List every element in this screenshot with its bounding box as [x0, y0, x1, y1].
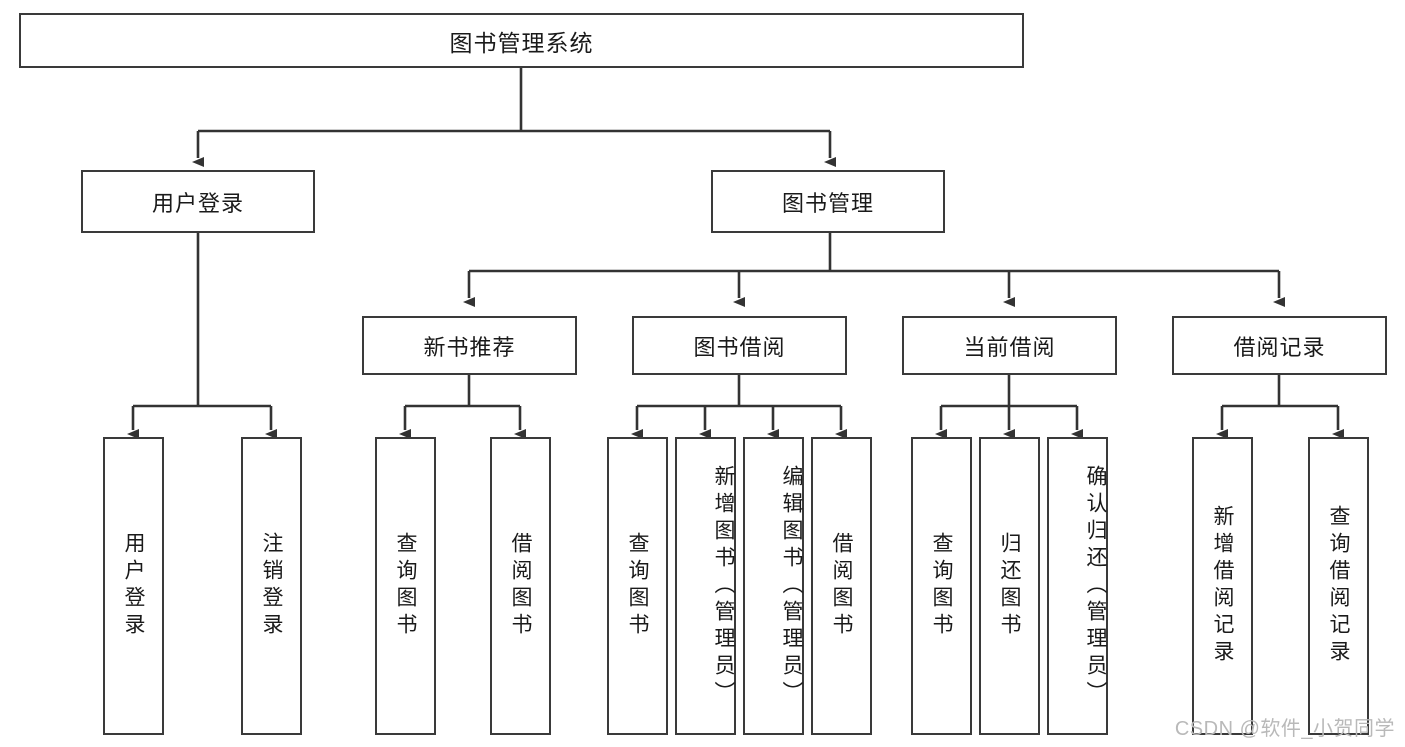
node-user-login[interactable]: 用户登录	[81, 170, 315, 233]
leaf-add-book[interactable]: 新增图书（管理员）	[675, 437, 736, 735]
leaf-add-record[interactable]: 新增借阅记录	[1192, 437, 1253, 735]
leaf-query-book-1[interactable]: 查询图书	[375, 437, 436, 735]
node-root[interactable]: 图书管理系统	[19, 13, 1024, 68]
node-new-book-recommend[interactable]: 新书推荐	[362, 316, 577, 375]
leaf-logout-login[interactable]: 注销登录	[241, 437, 302, 735]
leaf-return-book[interactable]: 归还图书	[979, 437, 1040, 735]
node-book-manage[interactable]: 图书管理	[711, 170, 945, 233]
leaf-edit-book[interactable]: 编辑图书（管理员）	[743, 437, 804, 735]
watermark-csdn: CSDN @软件_小贺同学	[1174, 718, 1395, 740]
leaf-confirm-return[interactable]: 确认归还（管理员）	[1047, 437, 1108, 735]
leaf-borrow-book-1[interactable]: 借阅图书	[490, 437, 551, 735]
leaf-query-record[interactable]: 查询借阅记录	[1308, 437, 1369, 735]
leaf-query-book-3[interactable]: 查询图书	[911, 437, 972, 735]
leaf-user-login[interactable]: 用户登录	[103, 437, 164, 735]
leaf-query-book-2[interactable]: 查询图书	[607, 437, 668, 735]
node-book-borrow[interactable]: 图书借阅	[632, 316, 847, 375]
node-current-borrow[interactable]: 当前借阅	[902, 316, 1117, 375]
node-borrow-record[interactable]: 借阅记录	[1172, 316, 1387, 375]
leaf-borrow-book-2[interactable]: 借阅图书	[811, 437, 872, 735]
